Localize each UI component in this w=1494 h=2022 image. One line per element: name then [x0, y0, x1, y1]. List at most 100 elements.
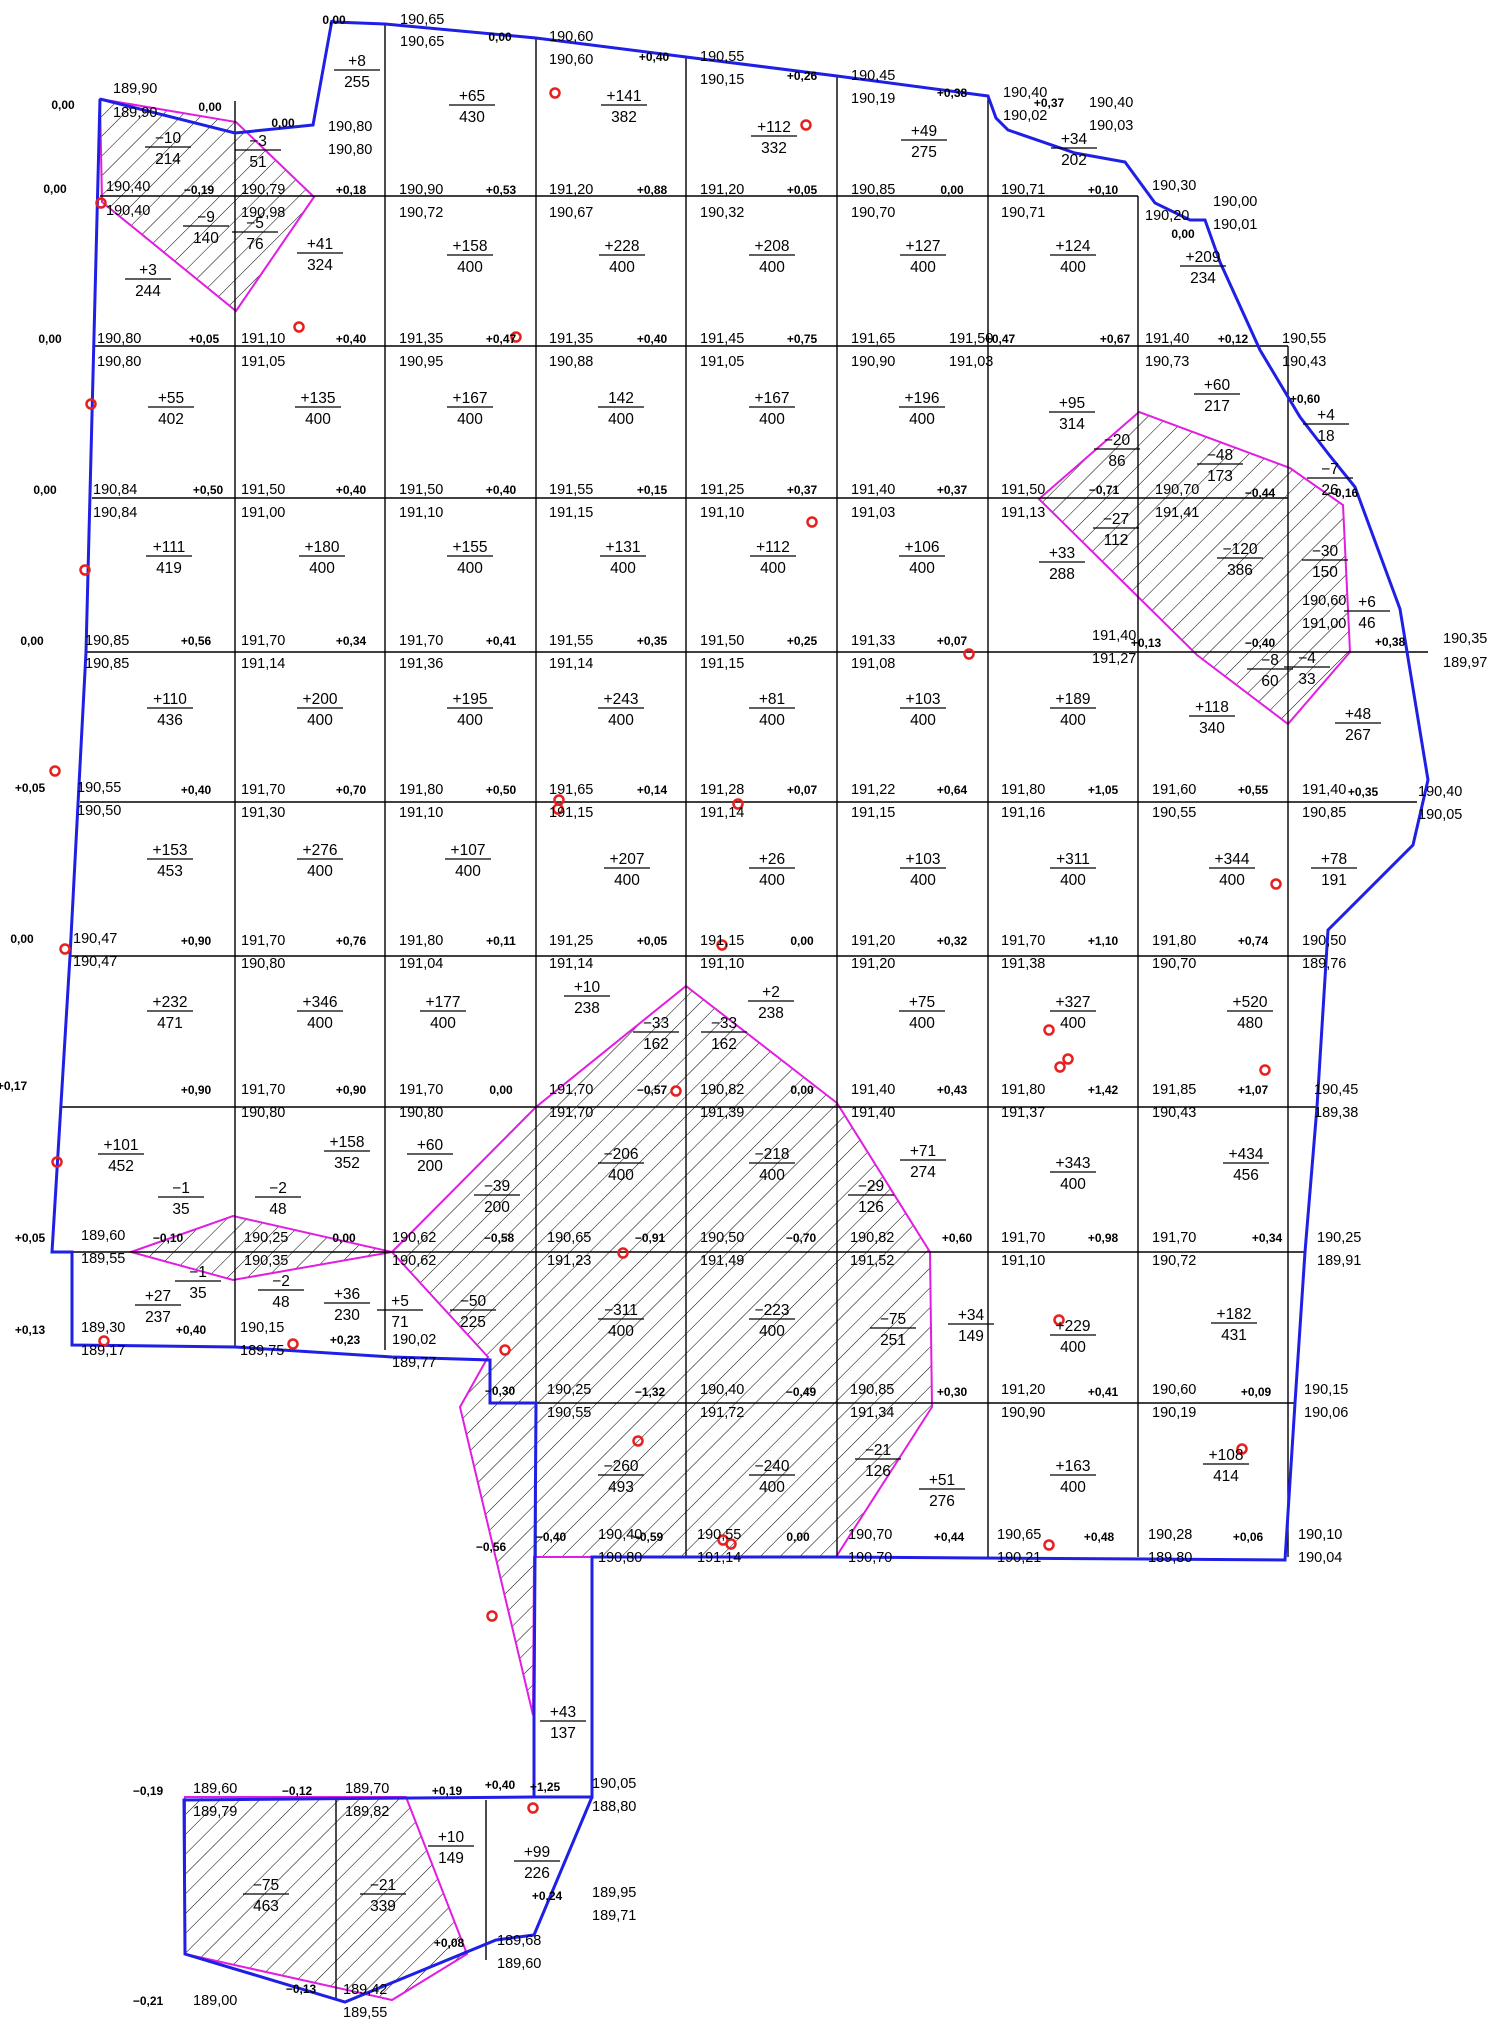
working-mark-label: +0,40	[639, 50, 670, 64]
working-mark-label: −0,10	[153, 1231, 184, 1245]
working-mark-label: +1,05	[1088, 783, 1119, 797]
cell-volume-denominator: 340	[1199, 720, 1225, 737]
elevation-label: 191,70	[1001, 1230, 1045, 1246]
elevation-label: 191,70	[399, 633, 443, 649]
elevation-label: 190,10	[1298, 1527, 1342, 1543]
working-mark-label: +0,05	[15, 781, 46, 795]
cell-volume-numerator: +108	[1209, 1447, 1244, 1464]
survey-station-marker	[806, 516, 818, 528]
cell-volume-denominator: 493	[608, 1479, 634, 1496]
cell-volume-numerator: +103	[906, 851, 941, 868]
cell-volume-denominator: 230	[334, 1307, 360, 1324]
working-mark-label: 0,00	[198, 100, 222, 114]
cell-volume-numerator: +112	[756, 539, 790, 556]
cell-volume-denominator: 288	[1049, 566, 1075, 583]
cell-volume-numerator: +177	[426, 994, 461, 1011]
elevation-label: 191,40	[1145, 331, 1189, 347]
working-mark-label: +0,40	[485, 1778, 516, 1792]
elevation-label: 191,80	[1001, 1082, 1045, 1098]
cell-volume-numerator: +10	[438, 1829, 465, 1846]
working-mark-label: 0,00	[488, 30, 512, 44]
cell-volume: +418	[1303, 407, 1349, 445]
elevation-label: 190,02	[392, 1332, 436, 1348]
elevation-label: 190,55	[1152, 805, 1196, 821]
cell-volume-denominator: 400	[457, 259, 483, 276]
elevation-label: 190,70	[848, 1527, 892, 1543]
elevation-label: 191,70	[549, 1082, 593, 1098]
elevation-label: 190,25	[244, 1230, 288, 1246]
cell-volume-denominator: 48	[272, 1294, 289, 1311]
survey-station-marker	[499, 1344, 511, 1356]
cell-volume-numerator: +229	[1056, 1318, 1091, 1335]
elevation-label: 191,20	[549, 182, 593, 198]
working-mark-label: −0,56	[476, 1540, 507, 1554]
elevation-label: 189,30	[81, 1320, 125, 1336]
cell-volume-denominator: 162	[643, 1036, 669, 1053]
survey-station-marker	[1043, 1024, 1055, 1036]
cell-volume-numerator: −21	[865, 1442, 891, 1459]
elevation-label: 190,19	[1152, 1405, 1196, 1421]
working-mark-label: −0,30	[485, 1384, 516, 1398]
working-mark-label: +0,43	[937, 1083, 968, 1097]
cell-volume-denominator: 35	[189, 1285, 206, 1302]
cell-volume-numerator: +189	[1056, 691, 1091, 708]
cell-volume-numerator: −10	[155, 130, 182, 147]
working-mark-label: +0,08	[434, 1936, 465, 1950]
cell-volume-numerator: +167	[755, 390, 790, 407]
elevation-label: 190,85	[1302, 805, 1346, 821]
elevation-label: 191,14	[549, 656, 593, 672]
elevation-label: 191,70	[241, 633, 285, 649]
cell-volume-numerator: +112	[757, 119, 791, 136]
cell-volume-denominator: 400	[608, 411, 634, 428]
cell-volume-denominator: 76	[246, 236, 263, 253]
cell-volume-denominator: 149	[438, 1850, 464, 1867]
elevation-label: 190,35	[1443, 631, 1487, 647]
cell-volume-denominator: 234	[1190, 270, 1216, 287]
working-mark-label: +0,41	[486, 634, 517, 648]
cell-volume-numerator: −260	[604, 1458, 639, 1475]
working-mark-label: +1,25	[530, 1780, 561, 1794]
survey-station-marker	[49, 765, 61, 777]
elevation-label: 190,40	[1418, 784, 1462, 800]
working-mark-label: −0,12	[282, 1784, 313, 1798]
working-mark-label: +1,10	[1088, 934, 1119, 948]
working-mark-label: −0,59	[633, 1530, 664, 1544]
working-mark-label: +0,60	[1290, 392, 1321, 406]
working-mark-label: 0,00	[271, 116, 295, 130]
working-mark-label: −0,58	[484, 1231, 515, 1245]
working-mark-label: 0,00	[10, 932, 34, 946]
cell-volume-numerator: −4	[1298, 650, 1316, 667]
working-mark-label: +1,42	[1088, 1083, 1119, 1097]
working-mark-label: +0,05	[637, 934, 668, 948]
working-mark-label: 0,00	[51, 98, 75, 112]
elevation-label: 190,98	[241, 205, 285, 221]
cell-volume-numerator: +26	[759, 851, 785, 868]
elevation-label: 190,71	[1001, 182, 1045, 198]
cell-volume-denominator: 150	[1312, 564, 1338, 581]
elevation-label: 191,72	[700, 1405, 744, 1421]
elevation-label: 191,60	[1152, 782, 1196, 798]
cell-volume-denominator: 400	[608, 1167, 634, 1184]
cell-volume-denominator: 430	[459, 109, 485, 126]
elevation-label: 191,36	[399, 656, 443, 672]
elevation-label: 191,15	[700, 656, 744, 672]
working-mark-label: −0,21	[133, 1994, 164, 2008]
cell-volume-numerator: +195	[453, 691, 488, 708]
cell-volume-numerator: −33	[711, 1015, 737, 1032]
cell-volume-numerator: +124	[1056, 238, 1091, 255]
cell-volume-numerator: +106	[905, 539, 940, 556]
cell-volume-denominator: 400	[309, 560, 335, 577]
cell-volume-numerator: −9	[197, 209, 215, 226]
cell-volume-numerator: +344	[1215, 851, 1250, 868]
elevation-label: 191,10	[700, 956, 744, 972]
cell-volume-denominator: 400	[430, 1015, 456, 1032]
